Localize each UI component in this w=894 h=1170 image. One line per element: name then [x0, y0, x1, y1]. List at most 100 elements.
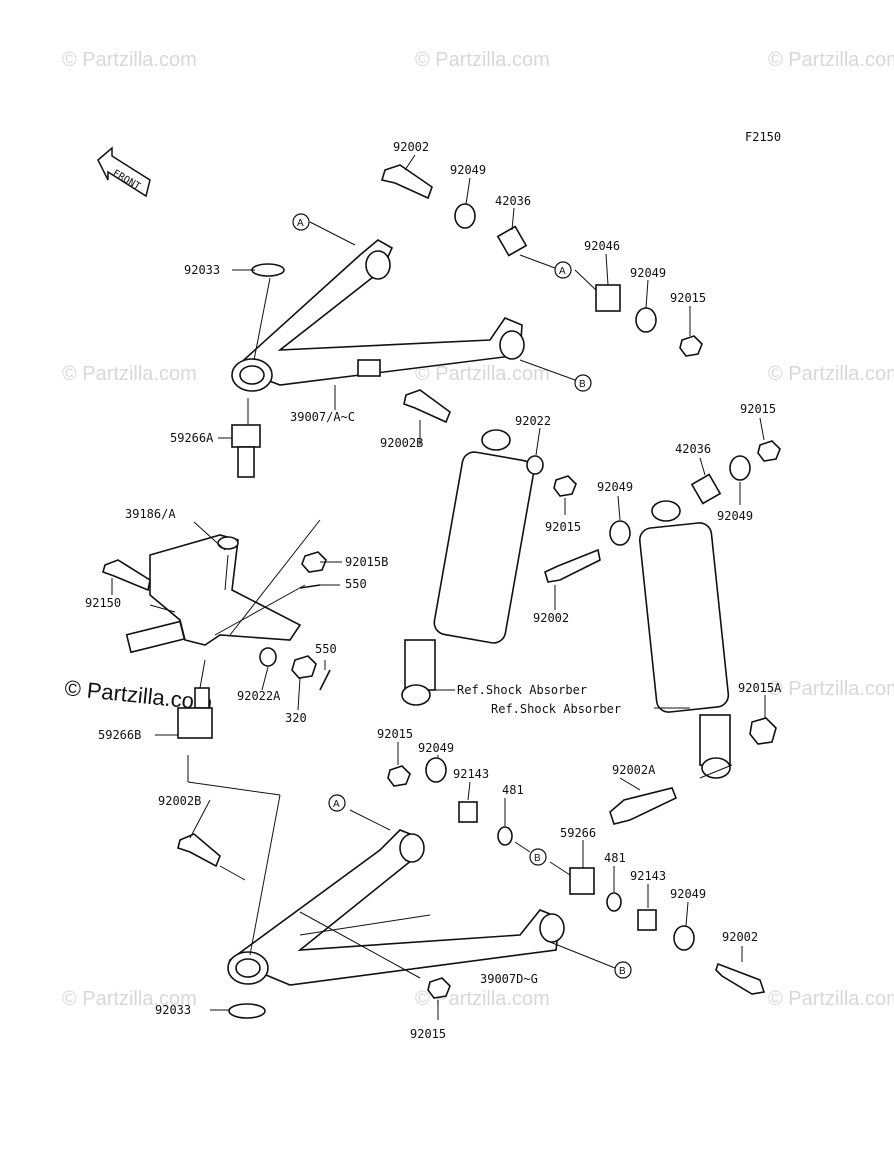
bolt-92002a: [609, 787, 678, 825]
front-arrow-icon: FRONT: [97, 146, 151, 198]
part-label: 92002B: [380, 436, 423, 450]
circlip-92033-top: [251, 263, 285, 277]
part-label: 92015A: [738, 681, 782, 695]
bushing-92046: [595, 284, 621, 312]
part-label: 92002: [393, 140, 429, 154]
part-label: 92015: [740, 402, 776, 416]
part-label: 92022A: [237, 689, 281, 703]
watermark: © Partzilla.com: [62, 988, 197, 1010]
shock-absorber-right: [638, 500, 731, 779]
watermark: © Partzilla.com: [768, 49, 894, 71]
part-label: 92049: [418, 741, 454, 755]
part-label: 59266: [560, 826, 596, 840]
part-label: 92022: [515, 414, 551, 428]
part-label: 92049: [670, 887, 706, 901]
nut-92015-b: [553, 475, 577, 497]
watermark: © Partzilla.com: [415, 988, 550, 1010]
part-label: 92049: [597, 480, 633, 494]
part-label: 92049: [450, 163, 486, 177]
bolt-92150: [102, 559, 151, 592]
bushing-59266: [569, 867, 595, 895]
part-label: 320: [285, 711, 307, 725]
callout-letter: B: [619, 966, 626, 977]
collar-92143-a: [458, 801, 478, 823]
nut-92015-a: [679, 335, 703, 357]
part-label: 92015: [377, 727, 413, 741]
nut-92015b: [301, 551, 327, 573]
part-label: 39007/A~C: [290, 410, 355, 424]
castle-nut-320: [291, 655, 317, 679]
nut-92015-f: [427, 977, 451, 999]
watermark: © Partzilla.com: [415, 49, 550, 71]
watermark: © Partzilla.com: [768, 988, 894, 1010]
callout-B-upper: B: [574, 374, 592, 392]
callout-letter: A: [297, 218, 304, 229]
washer-92049-c: [729, 455, 751, 481]
part-label: 92002B: [158, 794, 201, 808]
part-label: 59266B: [98, 728, 141, 742]
bolt-92002b-bottom: [177, 833, 221, 868]
part-label: 92015B: [345, 555, 388, 569]
callout-A-lower: A: [328, 794, 346, 812]
collar-42036-b: [690, 473, 722, 505]
watermark: © Partzilla.com: [62, 363, 197, 385]
part-label: 92049: [630, 266, 666, 280]
part-label: 42036: [675, 442, 711, 456]
bolt-92002-bottom: [715, 962, 766, 995]
nut-92015-c: [757, 440, 781, 462]
circlip-481-b: [606, 892, 622, 912]
part-label: 92015: [410, 1027, 446, 1041]
callout-letter: A: [333, 799, 340, 810]
part-label: 92015: [670, 291, 706, 305]
nut-92015a: [749, 717, 777, 745]
watermark: © Partzilla.com: [768, 678, 894, 700]
part-label: 481: [502, 783, 524, 797]
washer-92049-e: [425, 757, 447, 783]
cotter-pin-550-a: [299, 584, 321, 589]
collar-92143-b: [637, 909, 657, 931]
part-label: 92046: [584, 239, 620, 253]
part-label: 39186/A: [125, 507, 176, 521]
washer-92049-f: [673, 925, 695, 951]
ball-joint-59266b: [177, 687, 213, 739]
part-label: 92143: [630, 869, 666, 883]
watermark: © Partzilla.com: [768, 363, 894, 385]
callout-letter: B: [534, 853, 541, 864]
callout-B-bushing: B: [529, 848, 547, 866]
cotter-pin-550-b: [319, 669, 331, 691]
part-label: 92143: [453, 767, 489, 781]
nut-92015-e: [387, 765, 411, 787]
part-label: 550: [315, 642, 337, 656]
washer-92049-b: [635, 307, 657, 333]
part-label: 39007D~G: [480, 972, 538, 986]
figure-id: F2150: [745, 130, 781, 144]
washer-92049-d: [609, 520, 631, 546]
ref-shock-absorber-label: Ref.Shock Absorber: [457, 683, 587, 697]
callout-A-bushing: A: [554, 261, 572, 279]
lower-a-arm: [227, 829, 565, 986]
washer-92049-a: [454, 203, 476, 229]
part-label: 550: [345, 577, 367, 591]
callout-B-lower: B: [614, 961, 632, 979]
callout-letter: B: [579, 379, 586, 390]
circlip-92033-bottom: [228, 1003, 266, 1019]
bolt-92002b-top: [403, 389, 451, 424]
collar-42036-a: [496, 225, 528, 257]
part-label: 92033: [155, 1003, 191, 1017]
bolt-92002-mid: [544, 548, 601, 583]
circlip-481-a: [497, 826, 513, 846]
watermark: © Partzilla.com: [415, 363, 550, 385]
watermark: © Partzilla.com: [62, 49, 197, 71]
part-label: 92002: [722, 930, 758, 944]
washer-92022a: [259, 647, 277, 667]
part-labels: 92002 92049 42036 92046 92049 92015 9203…: [85, 140, 782, 1041]
leader-lines: [111, 154, 766, 1020]
upper-a-arm: [231, 239, 525, 392]
part-label: 92150: [85, 596, 121, 610]
upper-bolt: [380, 164, 433, 200]
part-label: 92002: [533, 611, 569, 625]
part-label: 481: [604, 851, 626, 865]
part-label: 59266A: [170, 431, 214, 445]
shock-absorber-left: [401, 429, 535, 706]
